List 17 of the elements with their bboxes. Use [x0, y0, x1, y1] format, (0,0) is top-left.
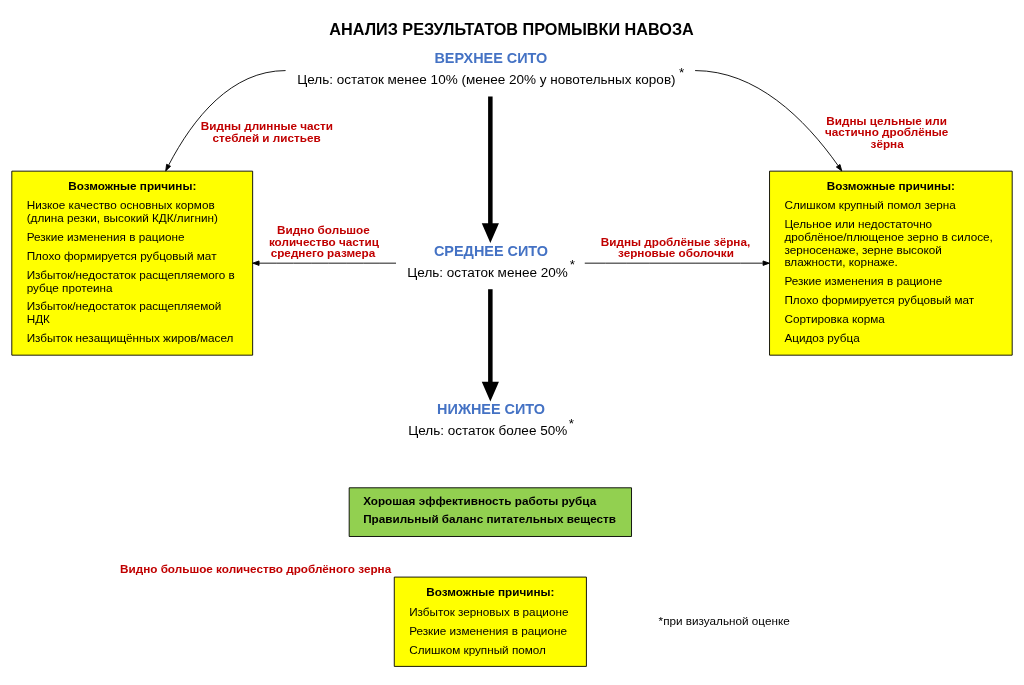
arrow [165, 69, 287, 171]
edge-label: Видны дроблёные зёрна, зерновые оболочки [600, 233, 751, 259]
edge-label: Видно большое количество частиц среднего размера [268, 222, 379, 259]
node-box: Хорошая эффективность работы рубца Правильный баланс питательных веществ [348, 486, 632, 537]
arrow [481, 288, 499, 401]
arrow [481, 95, 499, 243]
arrow [252, 260, 397, 266]
label: *при визуальной оценке [658, 613, 790, 627]
edge-label: Видны цельные или частично дроблёные зёрна [825, 113, 949, 150]
node-box: Возможные причины: Слишком крупный помол зерна Цельное или недостаточно дроблёное/плющеное зерно в силосе, зерносенаже, зерне высокой влажности, корнаже. Резкие изменения в рационе Плохо формируется рубцовый мат Сортировка корма Ацидоз рубца [769, 170, 1013, 356]
diagram-title: АНАЛИЗ РЕЗУЛЬТАТОВ ПРОМЫВКИ НАВОЗА [329, 19, 694, 38]
arrow [584, 260, 770, 266]
edge-label: Видны длинные части стеблей и листьев [200, 118, 334, 144]
node-label: Видно большое количество дроблёного зерна [120, 561, 392, 575]
node-box: Возможные причины: Избыток зерновых в рационе Резкие изменения в рационе Слишком крупный помол [393, 576, 587, 667]
arrow [694, 69, 843, 171]
node-box: Возможные причины: Низкое качество основных кормов (длина резки, высокий КДК/лигнин) Резкие изменения в рационе Плохо формируется рубцовый мат Избыток/недостаток расщепляемого в рубце протеина Избыток/недостаток расщепляемой НДК Избыток незащищённых жиров/масел [11, 170, 254, 356]
